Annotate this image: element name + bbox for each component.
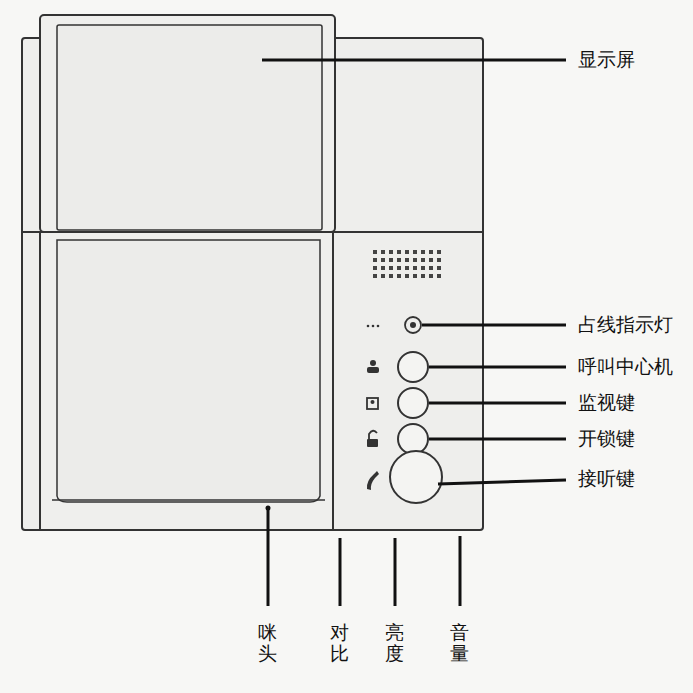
brightness-label: 亮度 <box>385 622 404 664</box>
grille-hole <box>381 274 385 278</box>
grille-hole <box>405 250 409 254</box>
answer-label: 接听键 <box>578 467 635 490</box>
call-button <box>398 352 428 382</box>
leader-lines <box>262 60 566 606</box>
monitor-label: 监视键 <box>578 391 635 414</box>
grille-hole <box>429 258 433 262</box>
handset-upper <box>40 15 335 232</box>
grille-hole <box>421 274 425 278</box>
mic-point <box>266 506 271 511</box>
grille-hole <box>373 274 377 278</box>
grille-hole <box>429 250 433 254</box>
grille-hole <box>389 250 393 254</box>
screen-label: 显示屏 <box>578 48 635 71</box>
grille-hole <box>373 266 377 270</box>
grille-hole <box>405 266 409 270</box>
answer-button <box>390 451 442 503</box>
grille-hole <box>389 274 393 278</box>
grille-hole <box>413 258 417 262</box>
grille-hole <box>413 266 417 270</box>
grille-hole <box>437 250 441 254</box>
monitor-button <box>398 388 428 418</box>
busy-indicator <box>405 317 421 333</box>
grille-hole <box>397 274 401 278</box>
grille-hole <box>421 266 425 270</box>
handset-panel <box>57 240 320 502</box>
button-icons <box>367 325 380 490</box>
mic-label: 咪头 <box>258 622 277 664</box>
indicator-label: 占线指示灯 <box>578 313 673 336</box>
unlock-label: 开锁键 <box>578 427 635 450</box>
grille-hole <box>397 258 401 262</box>
grille-hole <box>373 258 377 262</box>
grille-hole <box>381 250 385 254</box>
grille-hole <box>405 274 409 278</box>
speaker-grille <box>373 250 441 278</box>
grille-hole <box>381 266 385 270</box>
handset-lower <box>40 232 333 530</box>
grille-hole <box>413 274 417 278</box>
grille-hole <box>413 250 417 254</box>
grille-hole <box>429 274 433 278</box>
grille-hole <box>421 250 425 254</box>
grille-hole <box>397 266 401 270</box>
unlock-button <box>398 424 428 454</box>
grille-hole <box>437 266 441 270</box>
grille-hole <box>405 258 409 262</box>
call-label: 呼叫中心机 <box>578 355 673 378</box>
grille-hole <box>389 258 393 262</box>
grille-hole <box>397 250 401 254</box>
busy-indicator-dot <box>410 322 416 328</box>
volume-label: 音量 <box>450 622 469 664</box>
display-screen <box>57 25 322 230</box>
grille-hole <box>437 274 441 278</box>
grille-hole <box>381 258 385 262</box>
handset-lip <box>52 499 325 501</box>
grille-hole <box>437 258 441 262</box>
grille-hole <box>421 258 425 262</box>
contrast-label: 对比 <box>330 622 349 664</box>
grille-hole <box>389 266 393 270</box>
grille-hole <box>429 266 433 270</box>
grille-hole <box>373 250 377 254</box>
